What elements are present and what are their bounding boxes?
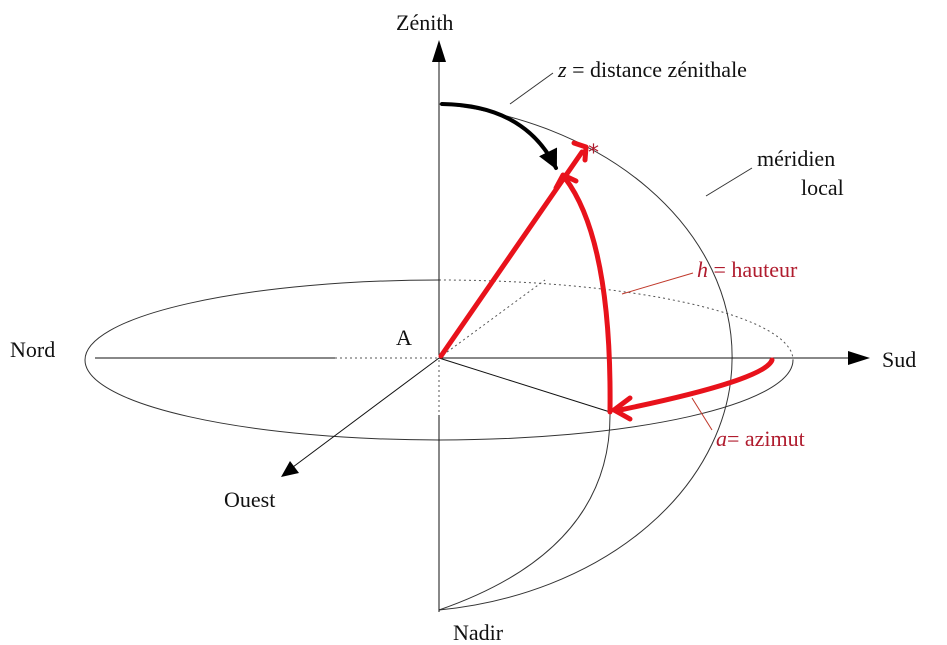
meridian-label-pointer [705,167,753,197]
zenith-distance-arrow [440,102,558,170]
star-direction-arrowhead [571,140,589,163]
h-label: h = hauteur [697,257,798,282]
h-description: = hauteur [708,257,798,282]
west-axis [292,357,440,468]
vertical-circle-lower [438,411,611,611]
h-symbol: h [697,257,708,282]
meridian-label-line2: local [801,175,844,200]
a-symbol: a [716,426,727,451]
zenith-label: Zénith [396,10,453,35]
altitude-arrowhead [553,172,579,191]
south-arrowhead [848,351,870,365]
horizon-ellipse-back-right [438,279,794,361]
altitude-arc-arrow [562,175,613,415]
z-label: z = distance zénithale [557,57,747,82]
azimuth-arc-arrow [617,357,775,413]
z-label-pointer [509,72,554,105]
west-arrowhead [281,461,299,477]
z-description: = distance zénithale [567,57,747,82]
meridian-label-line1: méridien [757,146,835,171]
local-meridian-arc [438,103,733,611]
zenith-arrowhead [432,40,446,62]
h-label-pointer [621,272,694,295]
nadir-label: Nadir [453,620,504,645]
north-label: Nord [10,337,55,362]
azimuth-arrowhead [611,395,633,422]
west-label: Ouest [224,487,275,512]
a-label-pointer [691,397,713,431]
z-symbol: z [557,57,567,82]
origin-label: A [396,325,412,350]
hidden-horizon-line [438,279,546,359]
a-label: a= azimut [716,426,805,451]
star-symbol: * [588,141,599,166]
star-projection-line [438,357,611,413]
a-description: = azimut [727,426,805,451]
horizon-ellipse-back-left [84,279,440,361]
south-label: Sud [882,347,916,372]
